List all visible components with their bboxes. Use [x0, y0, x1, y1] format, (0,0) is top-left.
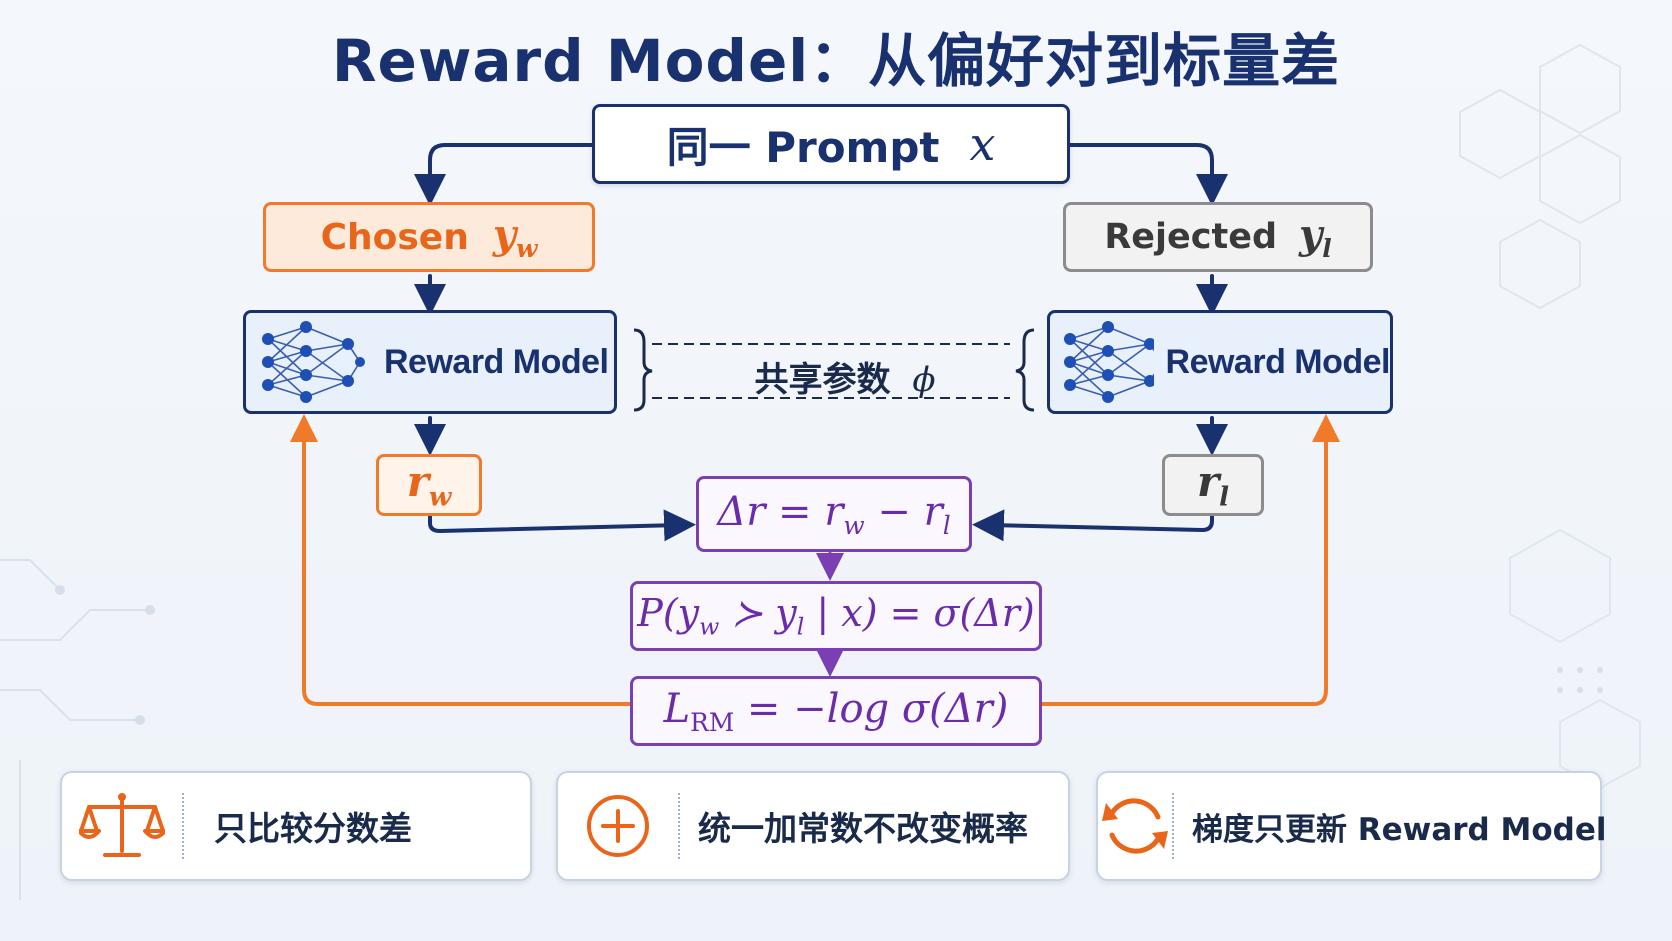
prompt-to-chosen-arrow [414, 143, 594, 206]
loss-box: LRM = −log σ(Δr) [630, 676, 1042, 746]
card-gradient-update: 梯度只更新 Reward Model [1096, 771, 1607, 881]
neural-network-icon [1064, 321, 1154, 403]
balance-scale-icon [79, 793, 165, 857]
refresh-icon [1102, 798, 1168, 854]
card-gradient-update-text: 梯度只更新 Reward Model [1192, 811, 1607, 848]
prompt-box: 同一 Prompt x [592, 104, 1070, 184]
reward-model-left-label: Reward Model [384, 342, 609, 381]
chosen-box: Chosen yw [263, 202, 595, 272]
reward-model-right: Reward Model [1047, 310, 1393, 414]
rl-to-delta-arrow [972, 509, 1214, 542]
chosen-variable: yw [492, 211, 538, 263]
card-constant-shift-text: 统一加常数不改变概率 [698, 809, 1028, 848]
reward-model-right-label: Reward Model [1165, 342, 1391, 381]
chosen-label: Chosen [320, 216, 469, 258]
preference-probability-box: P(yw ≻ yl | x) = σ(Δr) [630, 581, 1042, 651]
reward-chosen-box: rw [376, 454, 482, 516]
card-constant-shift: 统一加常数不改变概率 [556, 771, 1070, 881]
card-score-difference-text: 只比较分数差 [214, 809, 412, 848]
right-brace [1015, 328, 1035, 412]
prompt-label: 同一 Prompt [666, 122, 940, 172]
rejected-box: Rejected yl [1063, 202, 1373, 272]
card-score-difference: 只比较分数差 [60, 771, 532, 881]
reward-difference-box: Δr = rw − rl [696, 476, 972, 552]
plus-circle-icon [587, 795, 649, 857]
prompt-to-rejected-arrow [1066, 143, 1228, 206]
reward-model-left: Reward Model [243, 310, 617, 414]
neural-network-icon [262, 321, 365, 403]
rw-to-delta-arrow [428, 509, 696, 542]
shared-parameters-label: 共享参数 ϕ [754, 360, 936, 400]
rejected-label: Rejected [1104, 217, 1278, 257]
reward-rejected-box: rl [1162, 454, 1264, 516]
prompt-variable: x [969, 117, 996, 171]
page-title: Reward Model：从偏好对到标量差 [331, 27, 1341, 95]
rejected-variable: yl [1299, 211, 1332, 263]
left-brace [633, 328, 653, 412]
